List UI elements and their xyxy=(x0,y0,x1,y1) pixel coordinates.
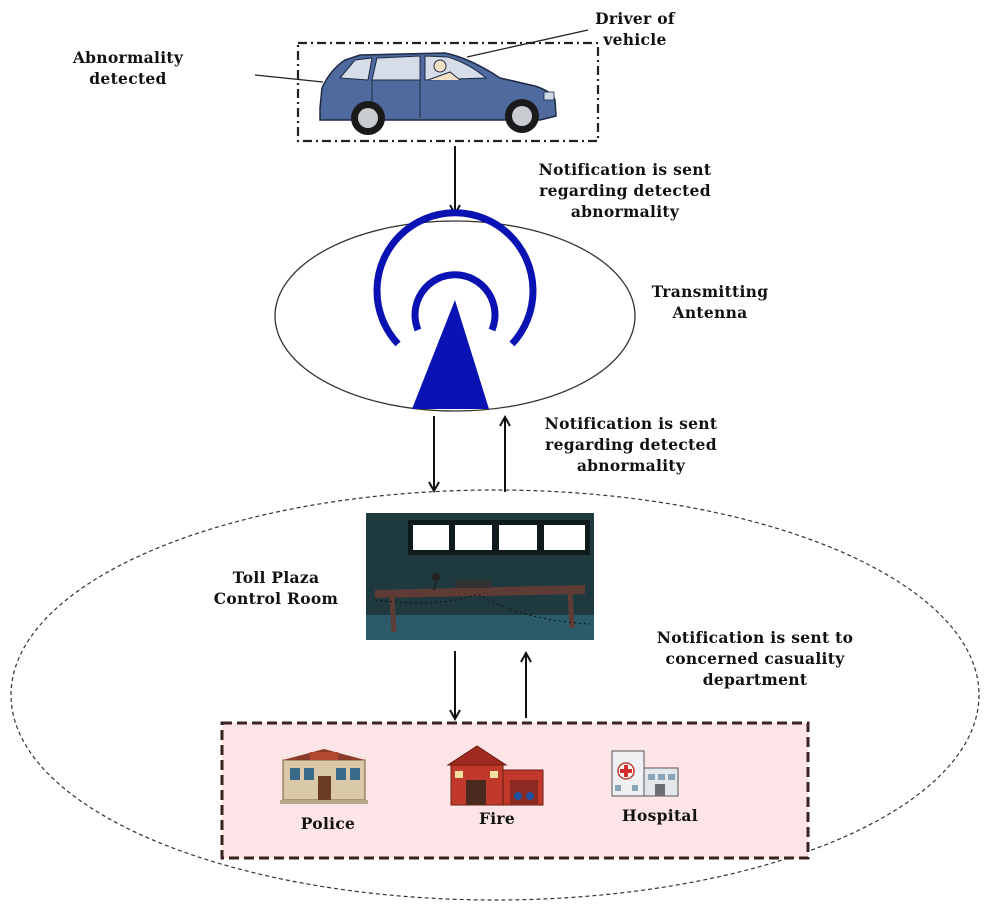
driver-label-line1: Driver of xyxy=(595,9,675,28)
notification-to-antenna-label: Notification is sent regarding detected … xyxy=(510,159,740,222)
police-label: Police xyxy=(300,814,356,833)
control-room-label-line1: Toll Plaza xyxy=(232,568,320,587)
abnormality-label-line2: detected xyxy=(89,69,167,88)
notification-to-control-room-line2: regarding detected xyxy=(545,435,717,454)
fire-label: Fire xyxy=(478,809,516,828)
control-room-label-line2: Control Room xyxy=(213,589,339,608)
hospital-icon xyxy=(611,750,679,797)
notification-to-department-line1: Notification is sent to xyxy=(656,628,854,647)
notification-to-antenna-line1: Notification is sent xyxy=(538,160,712,179)
abnormality-detected-label: Abnormality detected xyxy=(68,47,188,89)
driver-of-vehicle-label: Driver of vehicle xyxy=(580,8,690,50)
notification-to-department-label: Notification is sent to concerned casual… xyxy=(630,627,880,690)
toll-plaza-control-room-label: Toll Plaza Control Room xyxy=(196,567,356,609)
notification-to-control-room-label: Notification is sent regarding detected … xyxy=(516,413,746,476)
notification-to-department-line3: department xyxy=(702,670,808,689)
control-room-icon xyxy=(366,513,594,640)
vehicle-box xyxy=(296,41,600,143)
hospital-label: Hospital xyxy=(622,806,698,825)
transmitting-antenna-label: Transmitting Antenna xyxy=(630,281,790,323)
notification-to-antenna-line3: abnormality xyxy=(570,202,680,221)
abnormality-callout-line xyxy=(254,74,324,83)
notification-to-control-room-line3: abnormality xyxy=(576,456,686,475)
driver-callout-line xyxy=(466,29,589,58)
notification-to-control-room-line1: Notification is sent xyxy=(544,414,718,433)
response-zone-ellipse xyxy=(10,489,980,901)
police-station-icon xyxy=(280,749,368,804)
fire-station-icon xyxy=(446,745,544,806)
car-icon xyxy=(319,52,557,135)
antenna-icon xyxy=(373,209,537,409)
antenna-label-line1: Transmitting xyxy=(651,282,769,301)
driver-label-line2: vehicle xyxy=(603,30,667,49)
notification-to-department-line2: concerned casuality xyxy=(665,649,845,668)
notification-to-antenna-line2: regarding detected xyxy=(539,181,711,200)
abnormality-label-line1: Abnormality xyxy=(72,48,184,67)
antenna-label-line2: Antenna xyxy=(672,303,748,322)
